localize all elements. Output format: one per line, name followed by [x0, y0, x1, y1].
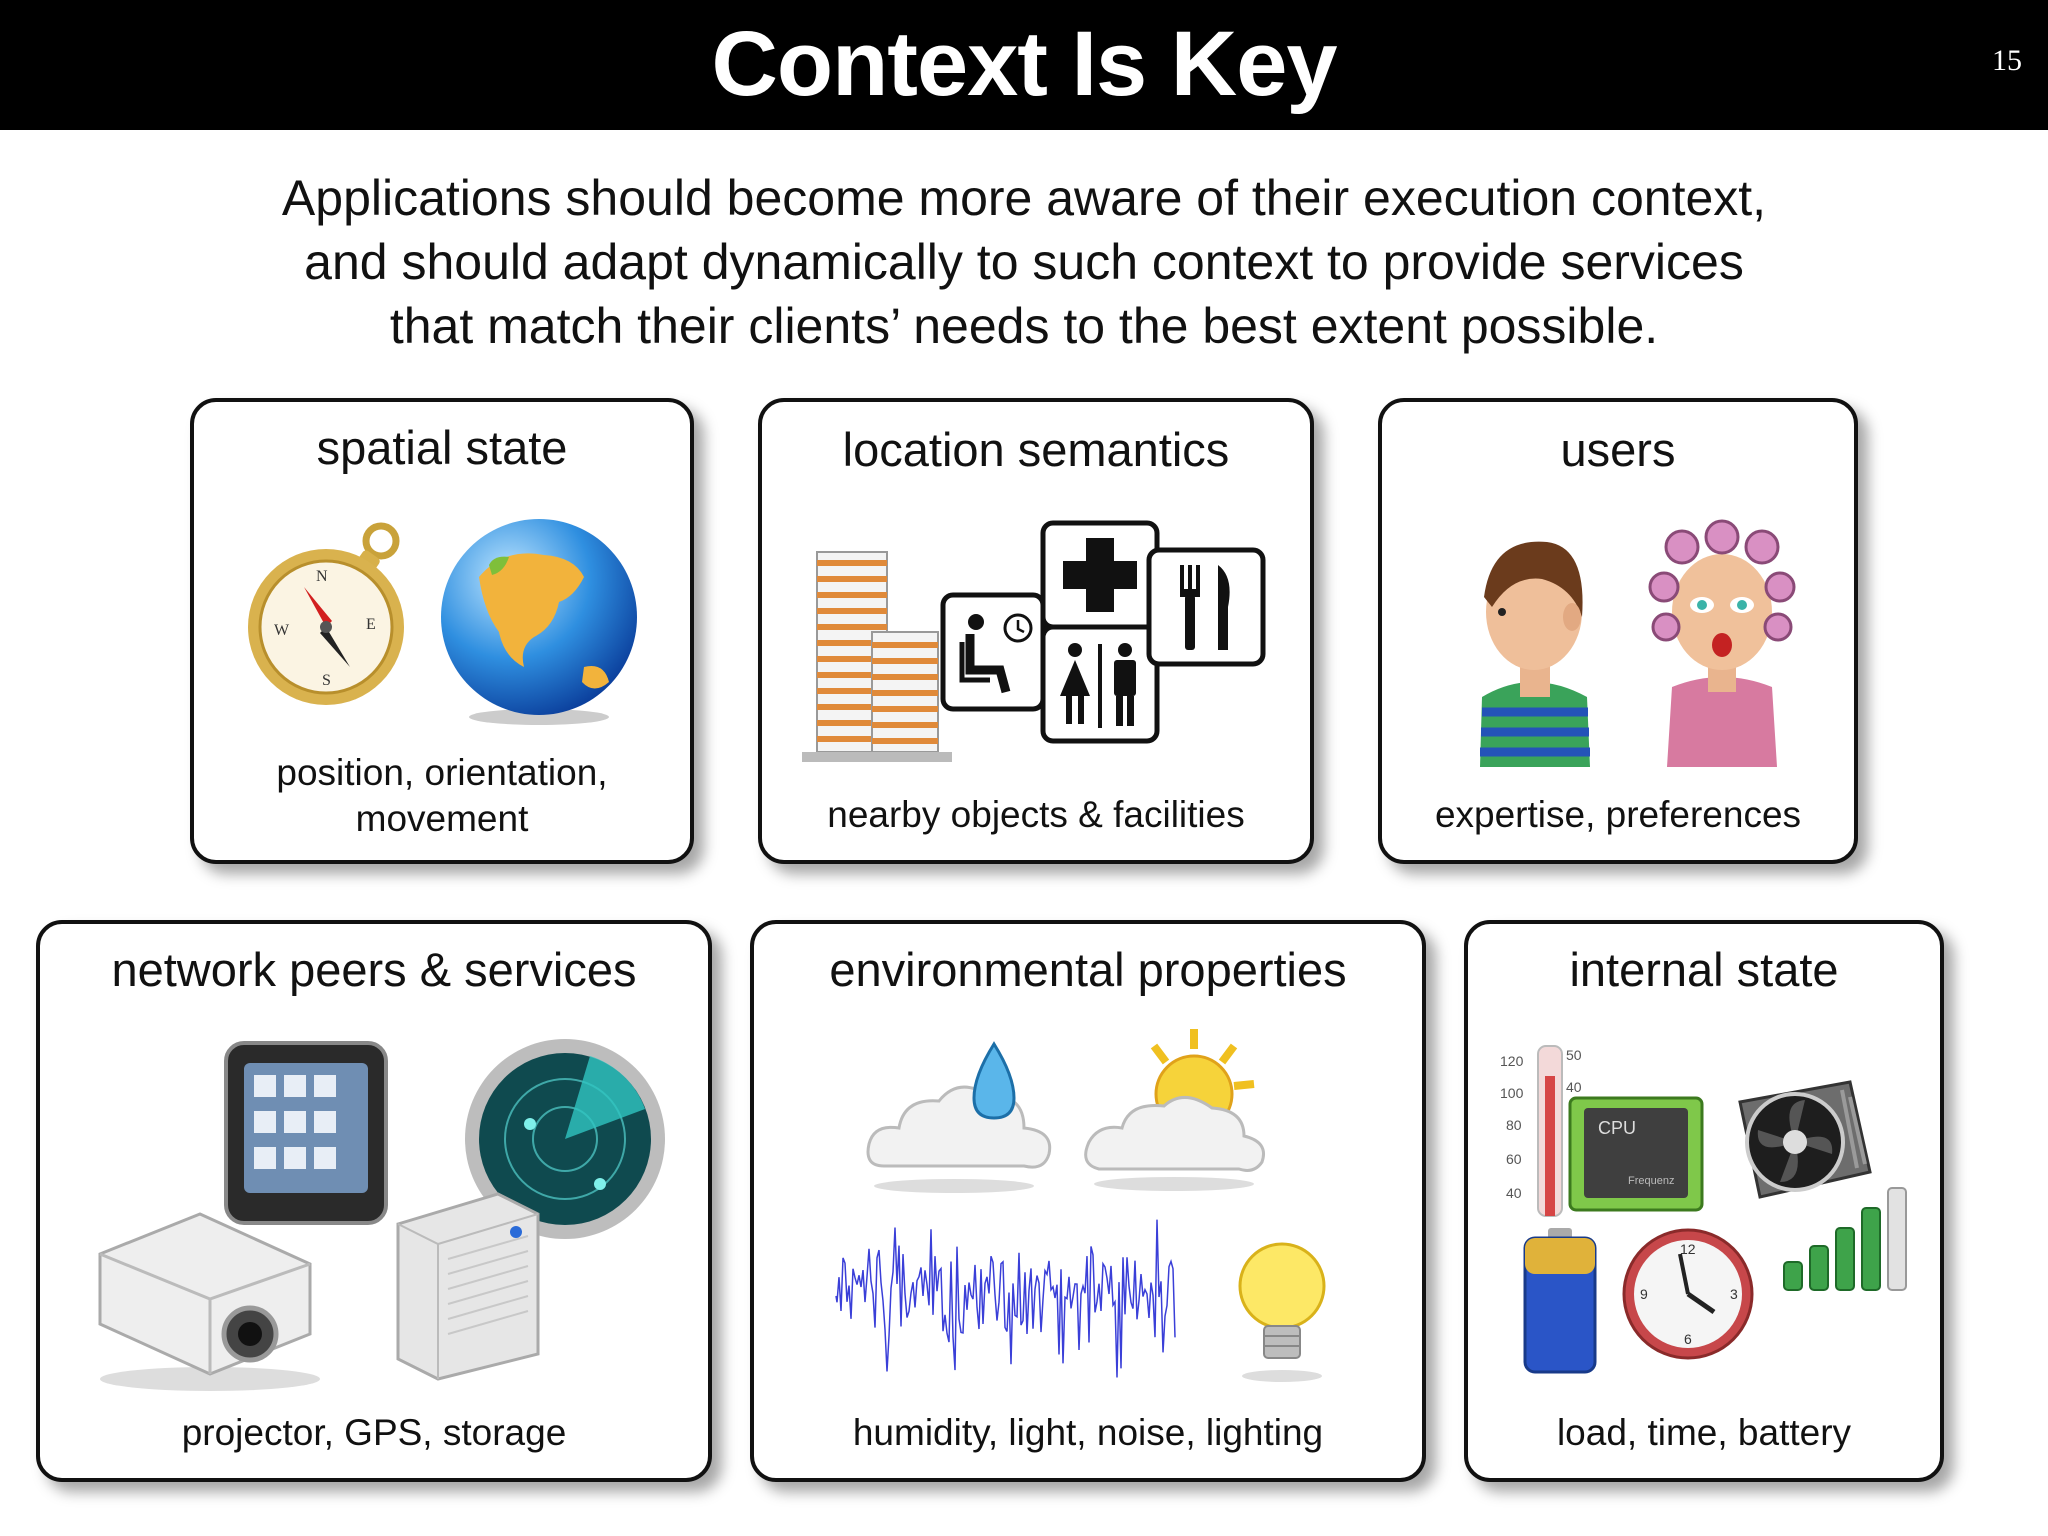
thermometer-icon: 120 100 80 60 40 50 40 — [1500, 1045, 1582, 1217]
svg-text:S: S — [322, 672, 331, 689]
sun-cloud-icon — [1084, 1029, 1265, 1191]
card-spatial-state: spatial state N E W S position, orientat… — [190, 398, 694, 864]
battery-icon — [1523, 1228, 1597, 1374]
thermometer-tick: 120 — [1500, 1053, 1524, 1069]
cpu-sublabel: Frequenz — [1628, 1175, 1674, 1187]
projector-icon — [98, 1212, 320, 1391]
card-title: internal state — [1569, 943, 1839, 996]
clock-number: 3 — [1730, 1286, 1738, 1302]
restaurant-icon — [1146, 547, 1266, 667]
cooling-fan-icon — [1738, 1080, 1872, 1199]
card-title: users — [1560, 423, 1676, 476]
thermometer-tick: 40 — [1506, 1185, 1522, 1201]
signal-bars-icon — [1783, 1187, 1907, 1291]
thermometer-tick: 80 — [1506, 1117, 1522, 1133]
thermometer-tick: 60 — [1506, 1151, 1522, 1167]
svg-text:N: N — [316, 568, 328, 585]
gps-device-icon — [224, 1041, 388, 1225]
card-location-semantics: location semantics — [758, 398, 1314, 864]
svg-text:E: E — [366, 616, 376, 633]
slide-number: 15 — [1992, 44, 2022, 77]
card-title: location semantics — [842, 423, 1230, 476]
svg-text:W: W — [274, 622, 290, 639]
card-internal-state: internal state 120 100 80 60 40 50 40 CP… — [1464, 920, 1944, 1482]
radar-icon — [465, 1039, 665, 1239]
storage-drive-icon — [396, 1192, 540, 1381]
thermometer-tick: 40 — [1566, 1079, 1582, 1095]
clock-number: 12 — [1680, 1241, 1696, 1257]
light-bulb-icon — [1238, 1242, 1326, 1382]
clock-number: 6 — [1684, 1331, 1692, 1347]
card-caption: position, orientation, movement — [194, 750, 690, 842]
card-caption: humidity, light, noise, lighting — [754, 1410, 1422, 1456]
card-caption: expertise, preferences — [1382, 792, 1854, 838]
card-title: network peers & services — [111, 943, 637, 996]
intro-line: that match their clients’ needs to the b… — [389, 298, 1659, 354]
caption-line: projector, GPS, storage — [181, 1412, 567, 1453]
waveform-line — [835, 1219, 1176, 1378]
compass-icon: N E W S — [248, 522, 404, 705]
intro-line: and should adapt dynamically to such con… — [304, 234, 1744, 290]
caption-line: movement — [355, 798, 529, 839]
caption-line: load, time, battery — [1556, 1412, 1852, 1453]
building-icon — [802, 551, 952, 762]
caption-line: humidity, light, noise, lighting — [852, 1412, 1324, 1453]
card-caption: projector, GPS, storage — [40, 1410, 708, 1456]
card-environmental-properties: environmental properties humidity, light… — [750, 920, 1426, 1482]
thermometer-tick: 100 — [1500, 1085, 1524, 1101]
card-caption: nearby objects & facilities — [762, 792, 1310, 838]
card-title: spatial state — [316, 421, 568, 474]
intro-line: Applications should become more aware of… — [281, 170, 1767, 226]
cpu-label: CPU — [1598, 1118, 1636, 1138]
caption-line: nearby objects & facilities — [827, 794, 1245, 835]
cpu-icon: CPU Frequenz — [1568, 1096, 1704, 1212]
globe-icon — [441, 519, 637, 725]
intro-paragraph: Applications should become more aware of… — [150, 166, 1898, 358]
rain-cloud-icon — [866, 1041, 1052, 1193]
restroom-icon — [1040, 624, 1160, 744]
card-caption: load, time, battery — [1468, 1410, 1940, 1456]
title-bar: Context Is Key 15 — [0, 0, 2048, 130]
boy-avatar-icon — [1480, 541, 1590, 767]
caption-line: position, orientation, — [276, 752, 608, 793]
card-users: users expertise, preferences — [1378, 398, 1858, 864]
slide-title: Context Is Key — [711, 13, 1337, 115]
card-network-peers: network peers & services — [36, 920, 712, 1482]
waiting-room-icon — [940, 592, 1046, 712]
first-aid-icon — [1040, 520, 1160, 630]
noise-waveform-icon — [835, 1219, 1176, 1378]
woman-avatar-icon — [1648, 519, 1796, 767]
thermometer-tick: 50 — [1566, 1047, 1582, 1063]
caption-line: expertise, preferences — [1434, 794, 1802, 835]
clock-number: 9 — [1640, 1286, 1648, 1302]
card-title: environmental properties — [829, 943, 1347, 996]
clock-icon: 12 3 6 9 — [1622, 1228, 1754, 1360]
